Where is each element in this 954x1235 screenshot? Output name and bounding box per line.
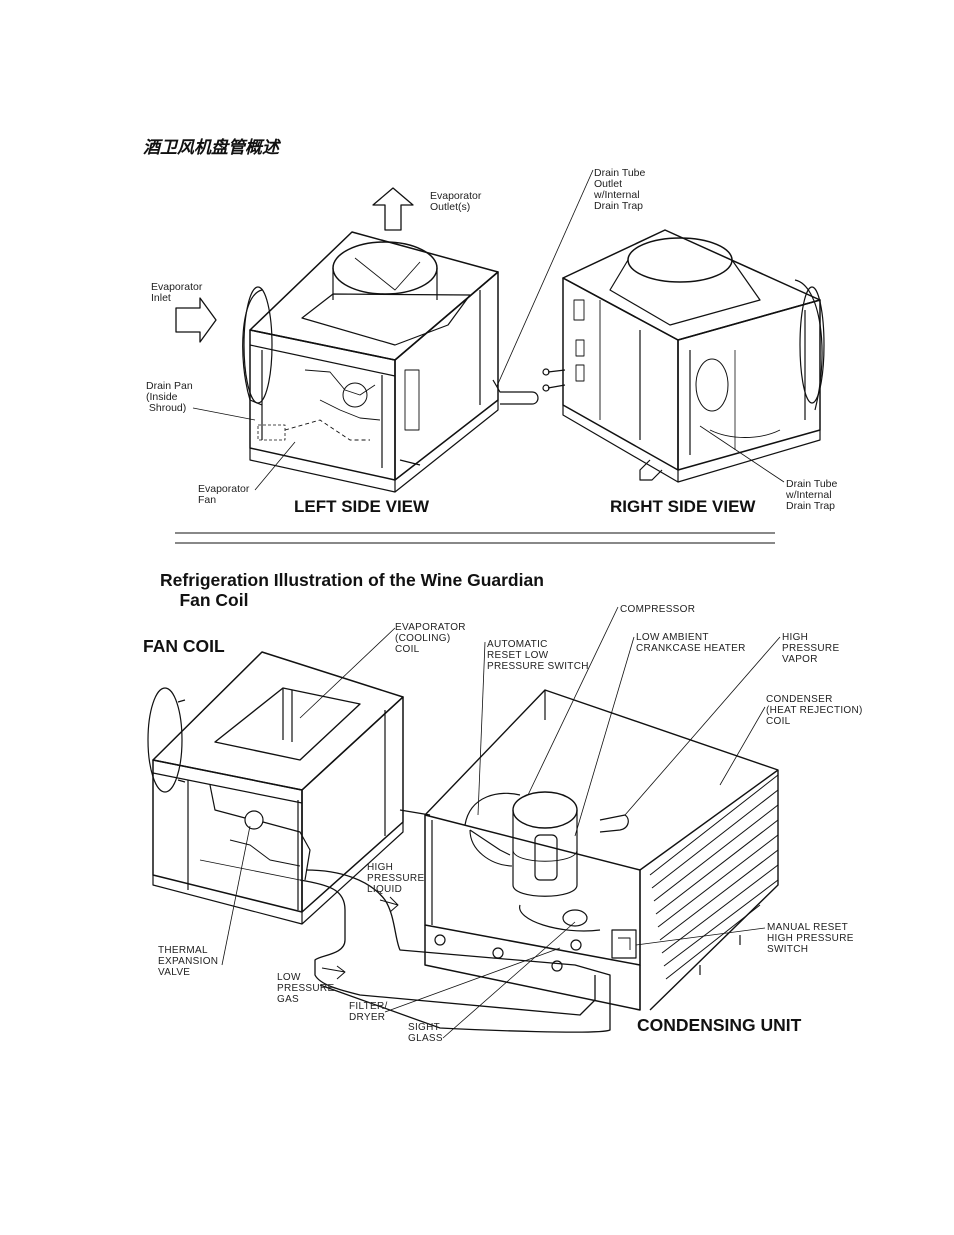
left-side-view-caption: LEFT SIDE VIEW bbox=[294, 497, 430, 516]
left-side-view-unit bbox=[176, 188, 538, 492]
label-auto-reset-switch: AUTOMATIC RESET LOW PRESSURE SWITCH bbox=[487, 639, 589, 672]
condensing-unit-caption: CONDENSING UNIT bbox=[637, 1015, 802, 1035]
label-manual-reset-switch: MANUAL RESET HIGH PRESSURE SWITCH bbox=[767, 922, 854, 955]
label-evaporator-inlet: Evaporator Inlet bbox=[151, 281, 203, 304]
label-compressor: COMPRESSOR bbox=[620, 604, 696, 615]
refrigeration-heading: Refrigeration Illustration of the Wine G… bbox=[160, 570, 544, 610]
label-filter-dryer: FILTER/ DRYER bbox=[349, 1001, 388, 1023]
fan-coil-caption: FAN COIL bbox=[143, 636, 225, 656]
fan-coil-unit bbox=[148, 652, 403, 924]
label-low-ambient-heater: LOW AMBIENT CRANKCASE HEATER bbox=[636, 632, 746, 654]
label-drain-pan: Drain Pan (Inside Shroud) bbox=[146, 380, 193, 414]
refrigerant-piping bbox=[300, 810, 610, 1032]
label-evaporator-coil: EVAPORATOR (COOLING) COIL bbox=[395, 622, 466, 655]
right-side-view-unit bbox=[543, 230, 824, 482]
label-evaporator-fan: Evaporator Fan bbox=[198, 483, 250, 506]
label-drain-tube-outlet: Drain Tube Outlet w/Internal Drain Trap bbox=[594, 167, 646, 212]
separator-lines bbox=[175, 533, 775, 543]
label-thermal-expansion-valve: THERMAL EXPANSION VALVE bbox=[158, 945, 219, 978]
label-high-pressure-vapor: HIGH PRESSURE VAPOR bbox=[782, 632, 840, 665]
label-low-pressure-gas: LOW PRESSURE GAS bbox=[277, 972, 335, 1005]
bottom-leader-lines bbox=[222, 607, 780, 1038]
top-leader-lines bbox=[193, 170, 784, 490]
condensing-unit bbox=[425, 690, 778, 1010]
label-drain-tube-right: Drain Tube w/Internal Drain Trap bbox=[786, 478, 838, 512]
label-condenser: CONDENSER (HEAT REJECTION) COIL bbox=[766, 694, 863, 727]
page-title: 酒卫风机盘管概述 bbox=[143, 138, 279, 158]
right-side-view-caption: RIGHT SIDE VIEW bbox=[610, 497, 756, 516]
label-high-pressure-liquid: HIGH PRESSURE LIQUID bbox=[367, 862, 425, 895]
label-sight-glass: SIGHT GLASS bbox=[408, 1022, 443, 1044]
label-evaporator-outlet: Evaporator Outlet(s) bbox=[430, 190, 482, 213]
